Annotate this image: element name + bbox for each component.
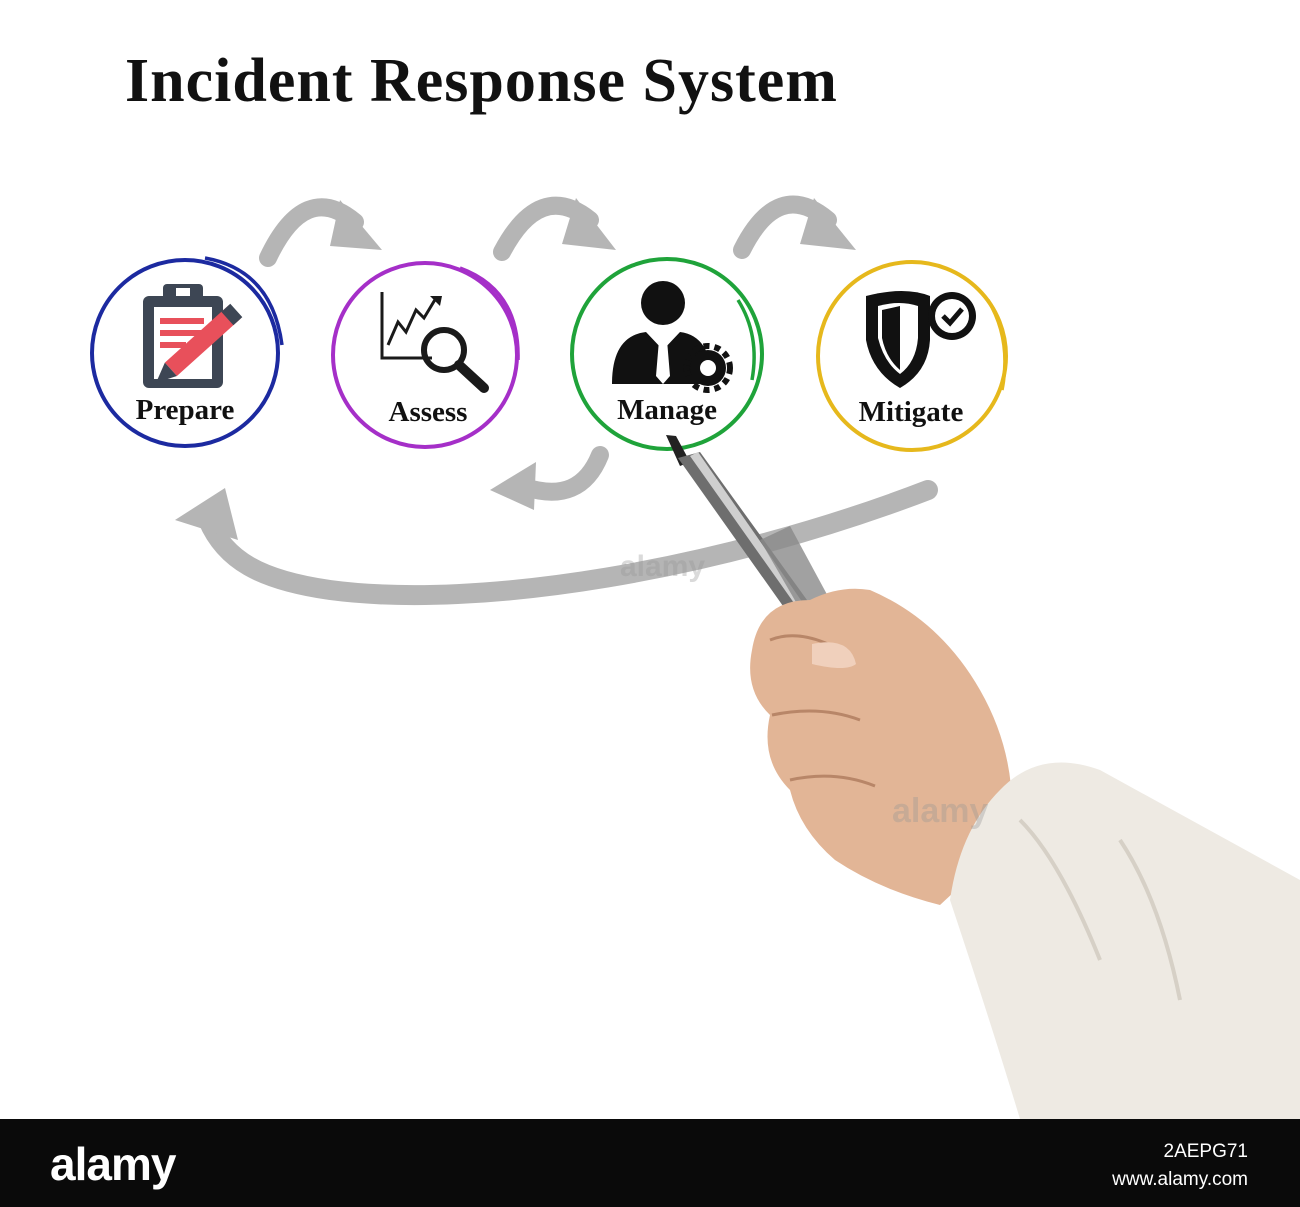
step-label-assess: Assess bbox=[388, 396, 468, 428]
step-ring-manage bbox=[570, 257, 764, 451]
step-ring-assess bbox=[331, 261, 520, 449]
step-label-manage: Manage bbox=[617, 394, 717, 426]
footer-bar: alamy 2AEPG71 www.alamy.com bbox=[0, 1119, 1300, 1207]
arrow-manage-to-mitigate bbox=[733, 195, 856, 259]
shield-check-icon bbox=[866, 291, 976, 388]
manager-gear-icon bbox=[612, 281, 733, 393]
clipboard-pencil-icon bbox=[143, 284, 243, 388]
step-label-prepare: Prepare bbox=[135, 394, 235, 426]
sleeve-illustration bbox=[950, 762, 1300, 1119]
footer-image-id: 2AEPG71 bbox=[1163, 1141, 1249, 1162]
page-title: Incident Response System bbox=[125, 47, 838, 115]
watermark-1: alamy bbox=[620, 550, 706, 583]
step-ring-mitigate bbox=[816, 260, 1008, 452]
arrow-prepare-to-assess bbox=[259, 198, 382, 267]
watermark-2: alamy bbox=[892, 792, 989, 830]
chart-magnifier-icon bbox=[380, 292, 489, 393]
step-label-mitigate: Mitigate bbox=[858, 396, 964, 428]
footer-logo: alamy bbox=[50, 1138, 176, 1190]
arrow-assess-to-manage bbox=[493, 196, 616, 261]
step-ring-prepare bbox=[90, 256, 284, 448]
cycle-diagram bbox=[90, 195, 1300, 1119]
arrow-manage-to-assess bbox=[490, 446, 609, 510]
hand-illustration bbox=[750, 588, 1012, 905]
footer-url: www.alamy.com bbox=[1112, 1169, 1248, 1190]
pen-illustration bbox=[666, 435, 830, 630]
